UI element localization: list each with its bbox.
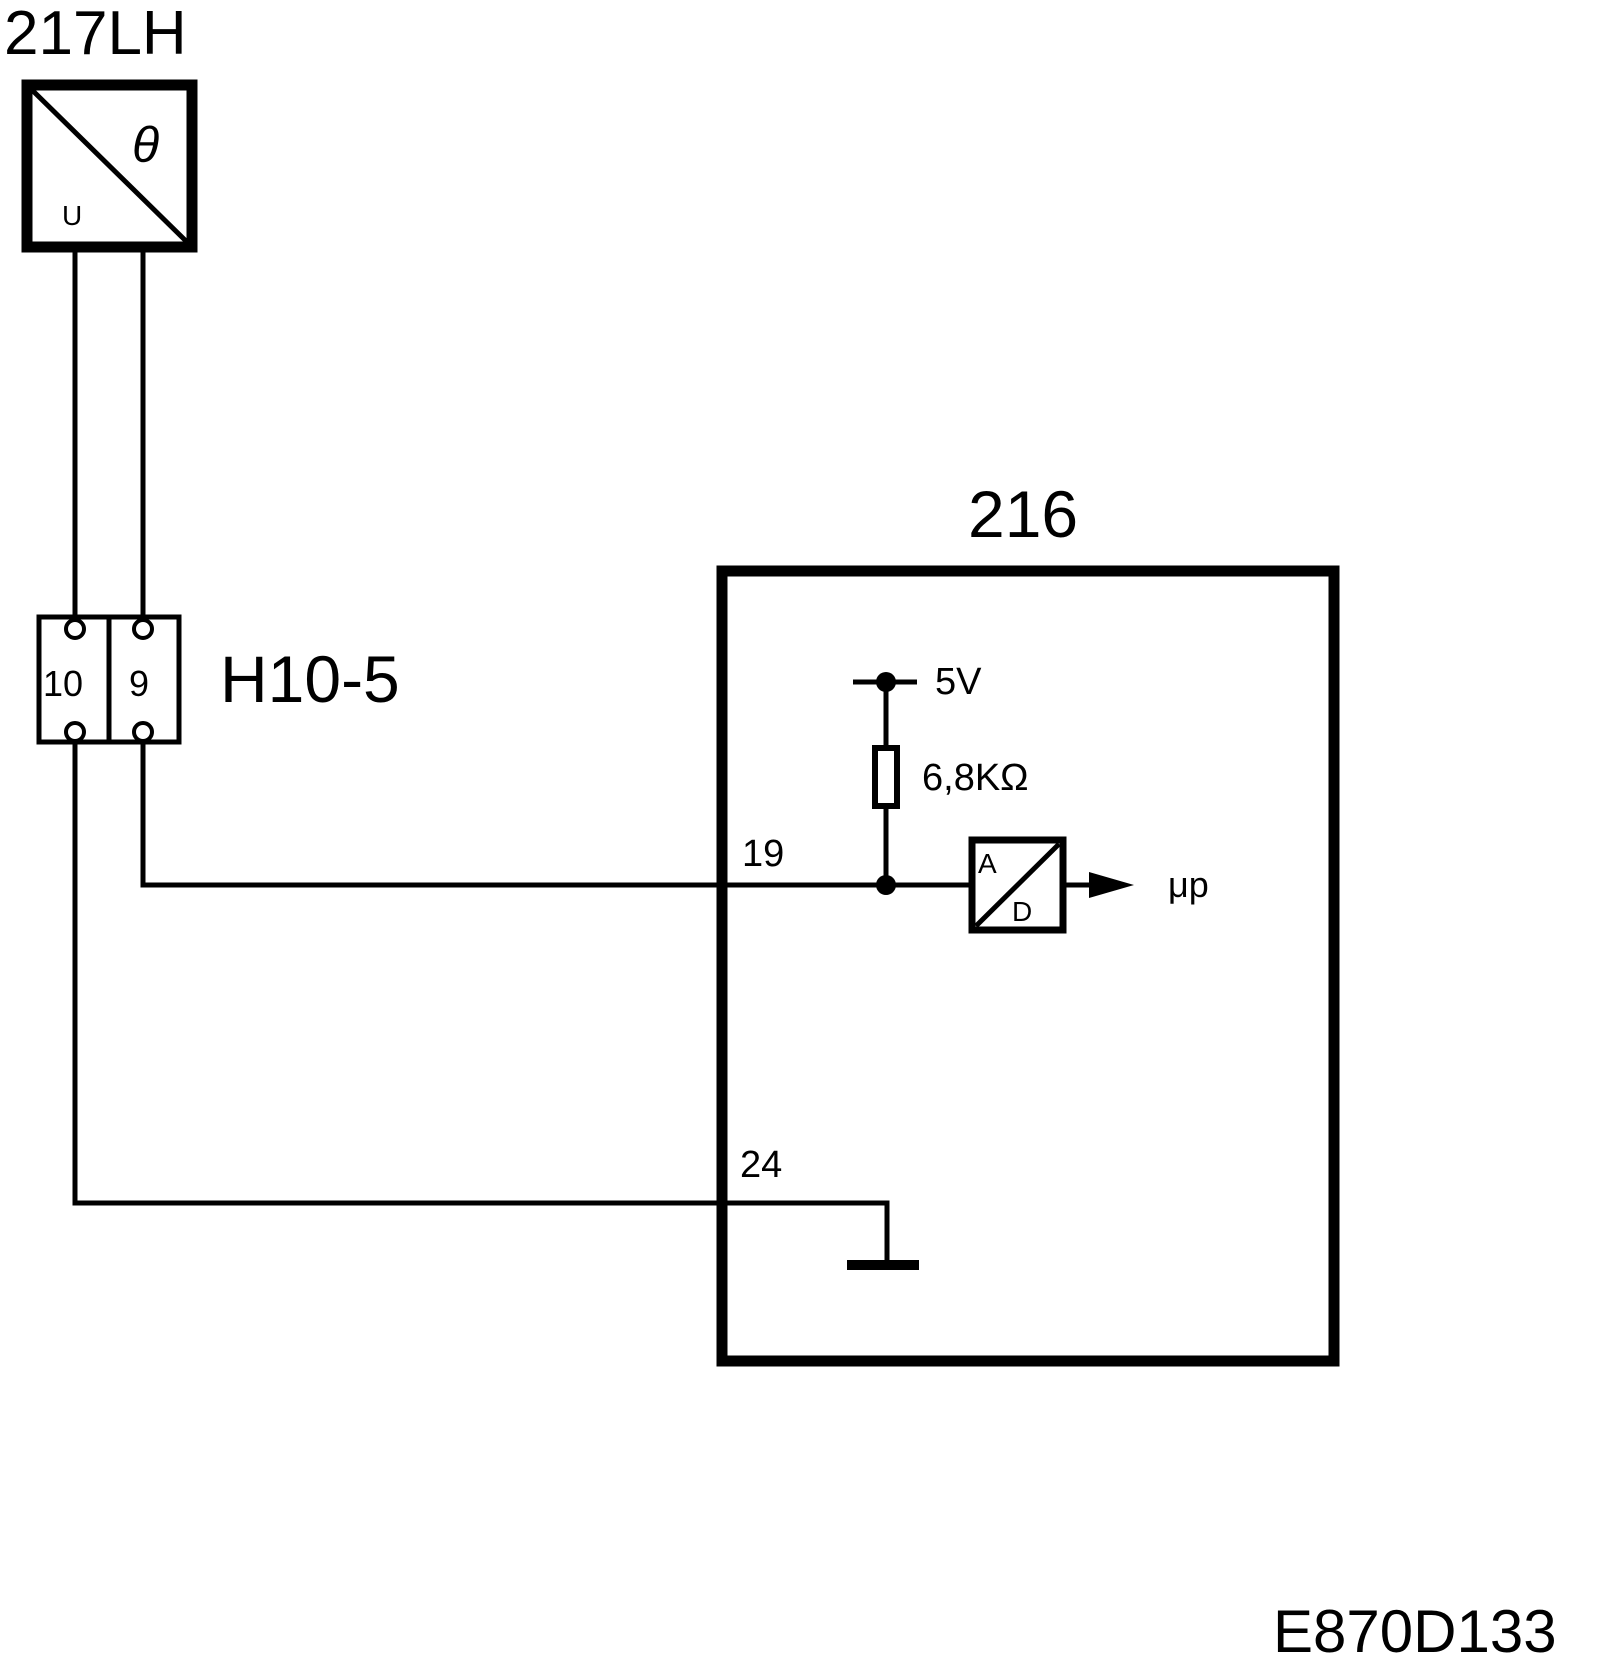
pin9-top-terminal <box>132 618 154 640</box>
pin9-bottom-terminal <box>132 721 154 743</box>
wire-pin10-to-ecu-24 <box>72 741 890 1265</box>
sensor-label: 217LH <box>4 0 187 68</box>
adc-input-label: A <box>978 848 997 879</box>
adc-output-label: D <box>1012 896 1032 927</box>
drawing-reference-code: E870D133 <box>1273 1598 1557 1665</box>
sensor-theta-symbol: θ <box>132 117 159 173</box>
ecu-label: 216 <box>968 477 1078 551</box>
connector-pin-10-label: 10 <box>43 663 83 704</box>
temperature-sensor: θ U <box>21 79 198 253</box>
output-arrow-icon <box>1089 872 1134 898</box>
connector-h10-5: 10 9 <box>36 614 182 745</box>
microprocessor-label: μp <box>1168 864 1209 905</box>
adc-diagonal <box>974 842 1061 928</box>
wire-pin9-to-ecu-19 <box>140 741 888 888</box>
sensor-u-symbol: U <box>62 200 82 231</box>
sensor-box <box>21 79 198 253</box>
ecu-pin-24-label: 24 <box>740 1144 782 1186</box>
resistor-value-label: 6,8KΩ <box>922 757 1029 799</box>
pin10-top-terminal <box>64 618 86 640</box>
supply-voltage-label: 5V <box>935 661 982 703</box>
connector-pin-9-label: 9 <box>129 663 149 704</box>
pullup-resistor <box>872 745 900 809</box>
ecu-pin-19-label: 19 <box>742 833 784 875</box>
connector-label: H10-5 <box>220 642 400 716</box>
ad-converter: A D <box>968 836 1067 934</box>
sensor-diagonal <box>28 86 191 246</box>
ecu-box <box>716 565 1340 1367</box>
pin10-bottom-terminal <box>64 721 86 743</box>
